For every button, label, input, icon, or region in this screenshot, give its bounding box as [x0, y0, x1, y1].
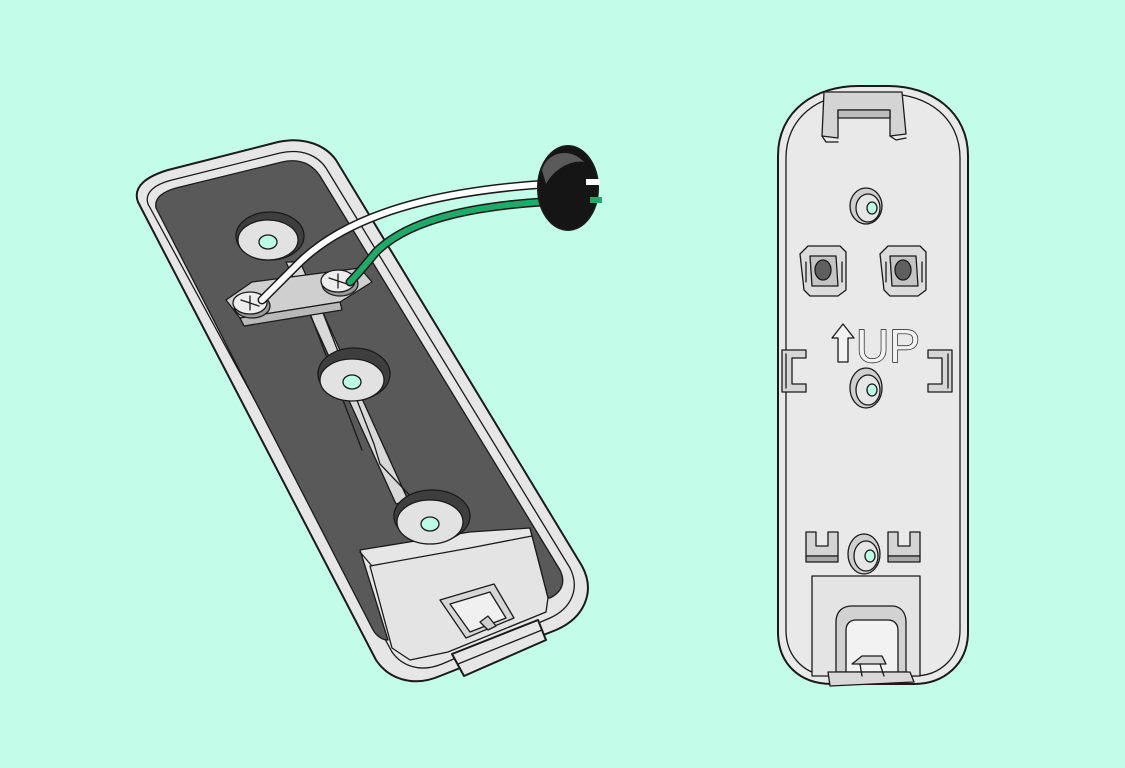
front-hole-middle	[318, 348, 390, 401]
front-hole-top	[236, 212, 304, 260]
terminal-socket-left	[800, 246, 846, 296]
up-label: UP	[856, 320, 920, 372]
back-hole-middle	[850, 368, 882, 408]
terminal-socket-right	[880, 246, 926, 296]
back-mounting-plate: UP	[778, 86, 968, 686]
back-hole-top	[850, 188, 882, 224]
back-plate-bottom-panel	[812, 576, 920, 686]
back-hole-bottom	[848, 534, 880, 574]
